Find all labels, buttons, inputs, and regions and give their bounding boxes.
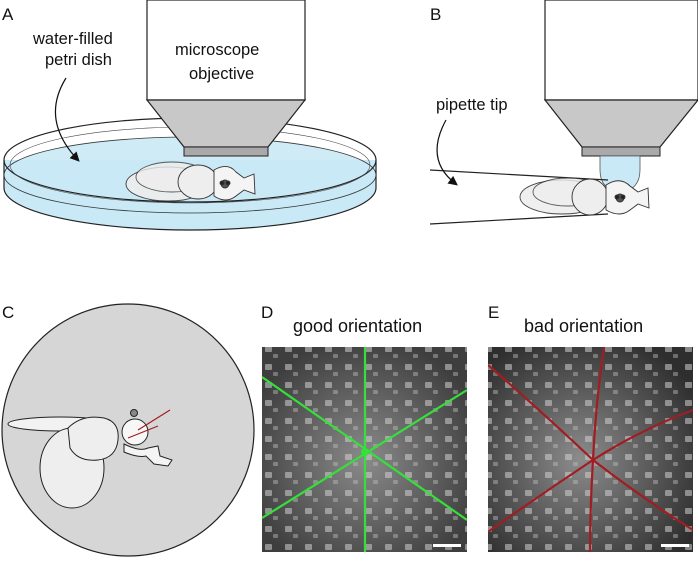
panel-e: E bad orientation — [488, 303, 693, 552]
micrograph-bad — [488, 347, 693, 552]
pipette-arrow — [436, 119, 458, 186]
scale-bar-d — [433, 544, 461, 547]
micrograph-good — [262, 347, 467, 552]
panel-e-letter: E — [488, 303, 499, 322]
objective-b — [543, 0, 698, 157]
panel-a: A water-filled petri dish microscop — [2, 0, 377, 231]
panel-d: D good orientation — [261, 303, 467, 552]
dish-arrow — [54, 77, 80, 162]
panel-c-letter: C — [2, 303, 14, 322]
panel-a-letter: A — [2, 5, 14, 24]
panel-e-title: bad orientation — [524, 316, 643, 336]
fly-top-view — [7, 409, 173, 509]
pipette-label: pipette tip — [436, 96, 508, 114]
dish-label-line2: petri dish — [45, 51, 112, 69]
panel-b: B pipette tip — [429, 0, 698, 225]
microscope-objective — [145, 0, 307, 157]
scale-bar-e — [661, 544, 689, 547]
objective-label-line1: microscope — [175, 41, 259, 59]
objective-label-line2: objective — [189, 65, 254, 83]
panel-c: C — [1, 303, 255, 557]
panel-d-letter: D — [261, 303, 273, 322]
panel-b-letter: B — [430, 5, 441, 24]
fly-in-dish — [125, 161, 256, 202]
dish-label-line1: water-filled — [32, 30, 113, 48]
center-point-good — [361, 448, 369, 456]
fly-in-pipette — [519, 177, 650, 216]
panel-d-title: good orientation — [293, 316, 422, 336]
